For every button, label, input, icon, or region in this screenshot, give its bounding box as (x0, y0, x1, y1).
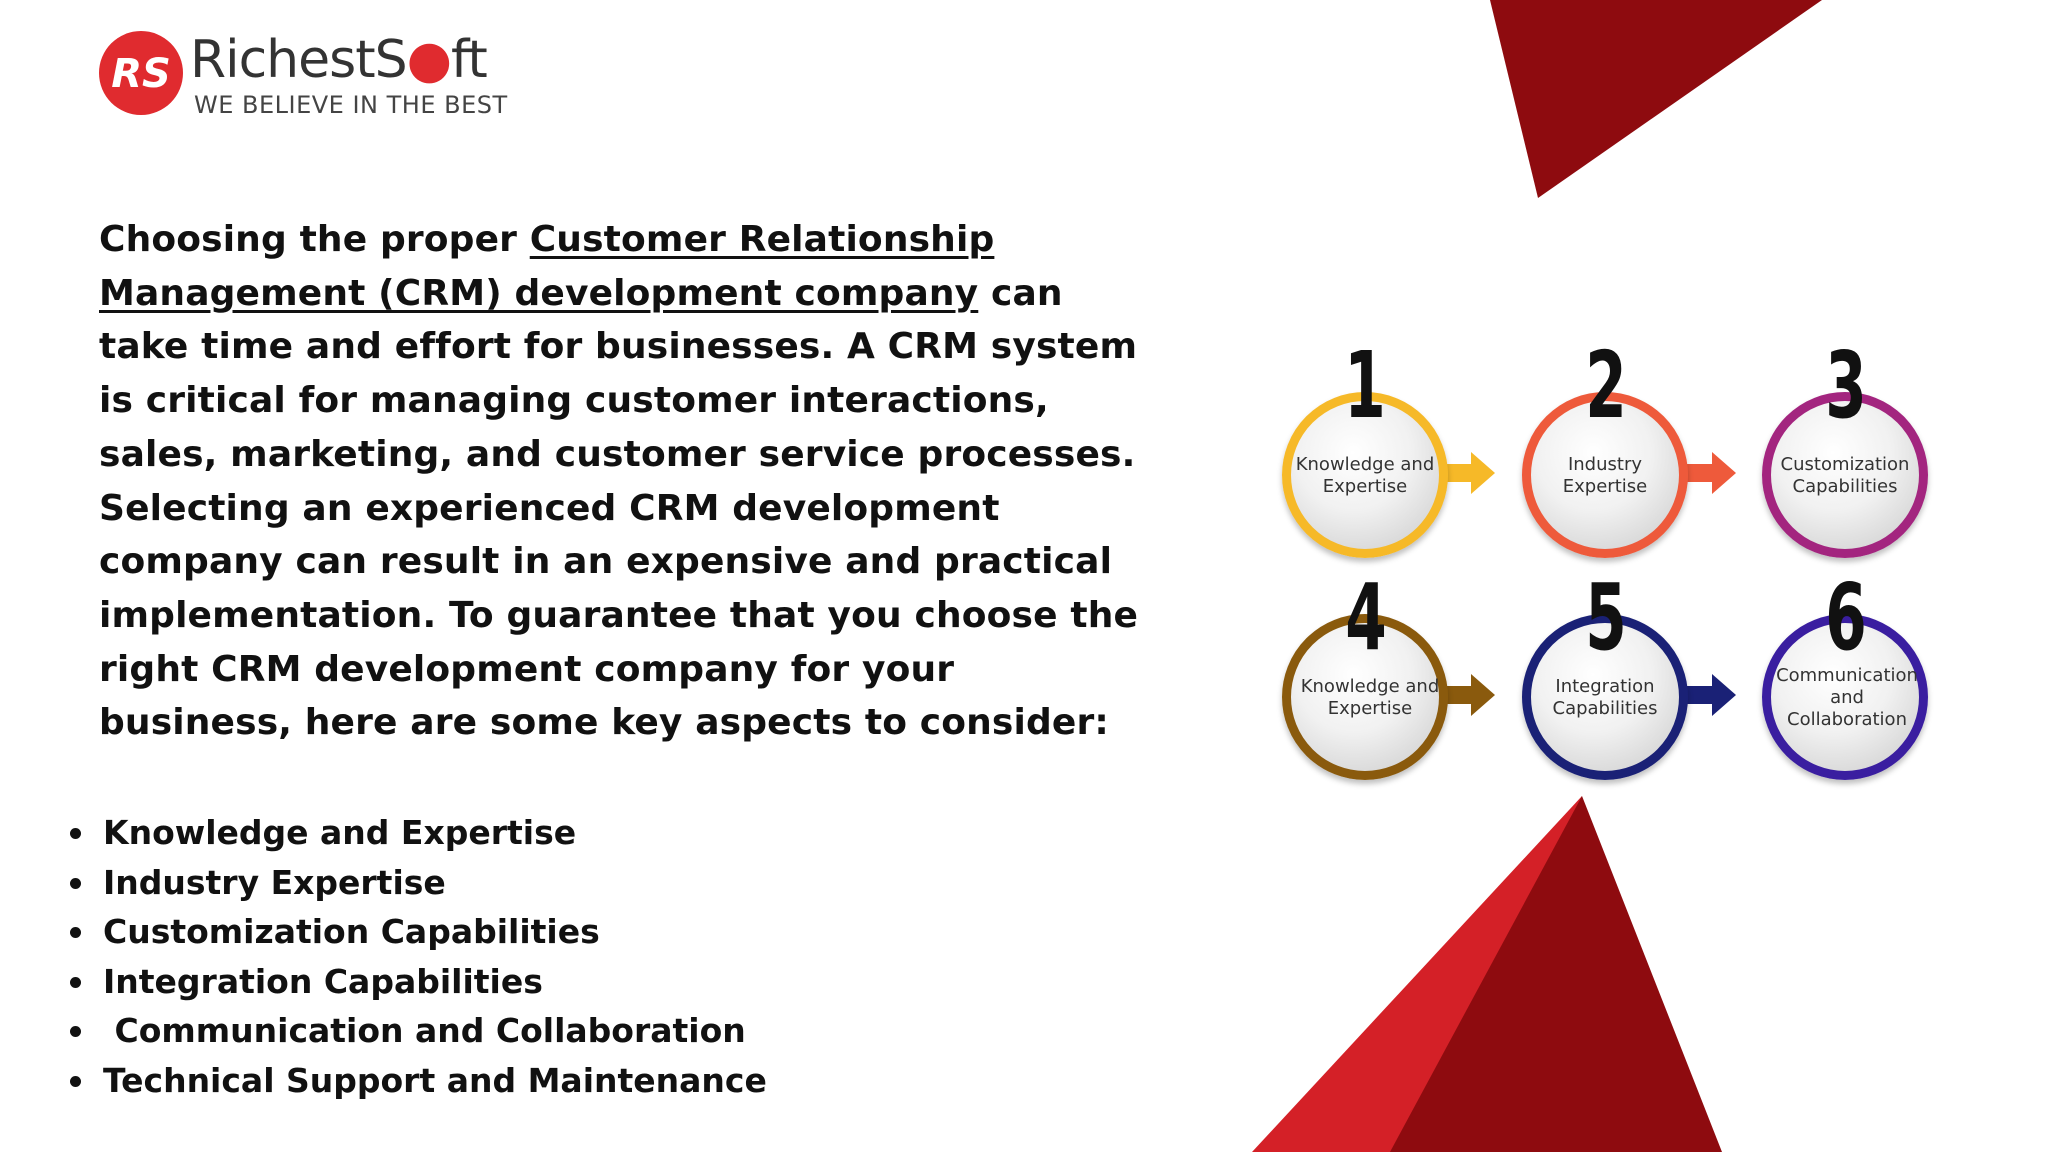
step-number-2: 2 (1585, 332, 1627, 439)
richestsoft-logo[interactable]: RS RichestS●ft WE BELIEVE IN THE BEST (98, 30, 518, 130)
list-item: Communication and Collaboration (66, 1006, 767, 1056)
list-item: Knowledge and Expertise (66, 808, 767, 858)
intro-paragraph: Choosing the proper Customer Relationshi… (99, 213, 1139, 750)
list-item: Technical Support and Maintenance (66, 1056, 767, 1106)
step-number-1: 1 (1344, 332, 1386, 439)
crm-aspects-diagram: Knowledge and Expertise 1 Industry Exper… (1260, 330, 1960, 800)
step-label-5: Integration Capabilities (1552, 676, 1658, 719)
arrow-icon (1678, 452, 1736, 494)
step-circle-5 (1522, 614, 1688, 780)
step-label-2: Industry Expertise (1562, 454, 1648, 497)
crm-company-link[interactable]: Customer Relationship Management (CRM) d… (99, 219, 995, 314)
bottom-dark-triangle (1390, 796, 1722, 1152)
top-right-triangle (1490, 0, 1822, 198)
brand-name: RichestS●ft (190, 28, 488, 92)
step-circle-2 (1522, 392, 1688, 558)
step-label-4: Knowledge and Expertise (1300, 676, 1440, 719)
step-circle-4 (1282, 614, 1448, 780)
list-item: Customization Capabilities (66, 907, 767, 957)
step-circle-1 (1282, 392, 1448, 558)
logo-mark-text: RS (111, 51, 171, 97)
brand-name-end: ft (450, 30, 488, 90)
step-number-5: 5 (1585, 564, 1627, 671)
intro-text-before: Choosing the proper (99, 219, 530, 260)
arrow-icon (1678, 674, 1736, 716)
brand-name-start: RichestS (190, 30, 408, 90)
list-item: Industry Expertise (66, 858, 767, 908)
list-item: Integration Capabilities (66, 957, 767, 1007)
brand-tagline: WE BELIEVE IN THE BEST (194, 91, 508, 119)
arrow-icon (1437, 674, 1495, 716)
key-aspects-list: Knowledge and Expertise Industry Experti… (66, 808, 767, 1105)
step-label-3: Customization Capabilities (1780, 454, 1910, 497)
step-circle-6 (1762, 614, 1928, 780)
brand-dot-o: ● (406, 30, 452, 90)
intro-text-after: can take time and effort for businesses.… (99, 272, 1139, 744)
step-label-6: Communication and Collaboration (1776, 665, 1918, 730)
rs-logo-icon: RS (99, 31, 183, 115)
step-circle-3 (1762, 392, 1928, 558)
step-label-1: Knowledge and Expertise (1295, 454, 1435, 497)
step-number-3: 3 (1825, 332, 1867, 439)
step-number-4: 4 (1345, 564, 1387, 671)
step-number-6: 6 (1825, 564, 1867, 671)
arrow-icon (1437, 452, 1495, 494)
